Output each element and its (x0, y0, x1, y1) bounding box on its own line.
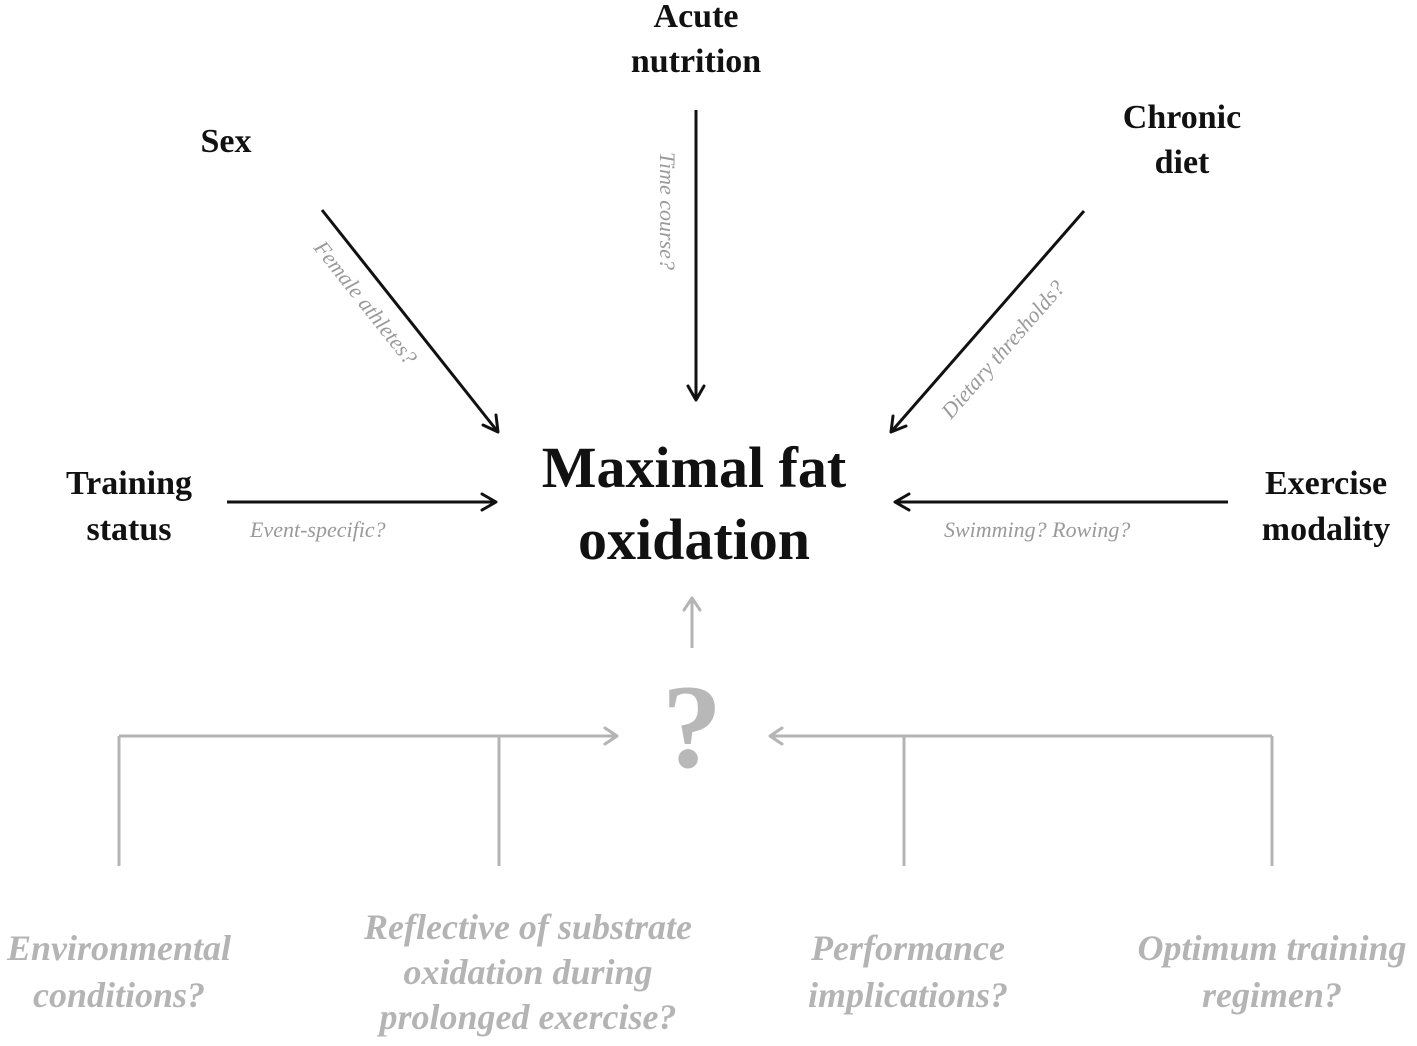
open-question-training-regimen: Optimum training regimen? (1137, 928, 1406, 1015)
arrowhead-exercise-modality (893, 492, 911, 512)
arrow-sex (320, 209, 500, 433)
left-bracket-connector (117, 726, 619, 866)
factor-exercise-modality: Exercise modality Swimming? Rowing? (893, 465, 1390, 548)
factor-chronic-diet-line1: Chronic (1123, 99, 1241, 136)
arrowhead-acute-nutrition (686, 384, 706, 402)
unknown-node: ? (662, 596, 722, 793)
factor-sex-label: Sex (201, 123, 252, 160)
factor-sex: Sex Female athletes? (201, 123, 500, 434)
open-training-regimen-line2: regimen? (1202, 975, 1342, 1015)
factor-chronic-diet: Chronic diet Dietary thresholds? (889, 99, 1241, 434)
factor-acute-nutrition-line2: nutrition (631, 43, 761, 80)
center-label-line1: Maximal fat (542, 435, 847, 500)
arrow-chronic-diet (889, 210, 1086, 433)
open-reflective-line2: oxidation during (403, 952, 652, 992)
open-performance-line1: Performance (810, 928, 1005, 968)
open-question-reflective: Reflective of substrate oxidation during… (363, 907, 692, 1037)
center-node: Maximal fat oxidation (542, 435, 847, 572)
factor-acute-nutrition-line1: Acute (654, 0, 739, 35)
arrowhead-training-status (480, 492, 498, 512)
note-event-specific: Event-specific? (249, 517, 386, 542)
open-environmental-line1: Environmental (6, 928, 231, 968)
factor-training-status-line1: Training (66, 465, 192, 502)
open-performance-line2: implications? (808, 975, 1008, 1015)
question-mark-symbol: ? (662, 660, 722, 793)
open-question-environmental: Environmental conditions? (6, 928, 231, 1015)
center-label-line2: oxidation (578, 507, 810, 572)
arrowhead-chronic-diet (889, 414, 908, 434)
factor-training-status-line2: status (86, 511, 171, 548)
arrowhead-unknown-to-center (682, 596, 702, 612)
right-bracket-connector (768, 726, 1274, 866)
arrowhead-right-bracket (768, 726, 784, 746)
open-environmental-line2: conditions? (33, 975, 205, 1015)
factor-chronic-diet-line2: diet (1155, 144, 1210, 181)
factor-acute-nutrition: Acute nutrition Time course? (631, 0, 761, 402)
note-dietary-thresholds: Dietary thresholds? (935, 275, 1069, 424)
factor-training-status: Training status Event-specific? (66, 465, 498, 548)
note-female-athletes: Female athletes? (308, 235, 422, 370)
open-reflective-line1: Reflective of substrate (363, 907, 692, 947)
open-training-regimen-line1: Optimum training (1137, 928, 1406, 968)
note-time-course: Time course? (655, 152, 680, 270)
factor-exercise-modality-line1: Exercise (1265, 465, 1387, 502)
factor-exercise-modality-line2: modality (1262, 511, 1390, 548)
arrowhead-sex (481, 413, 500, 434)
arrowhead-left-bracket (603, 726, 619, 746)
note-swimming-rowing: Swimming? Rowing? (944, 517, 1130, 542)
open-reflective-line3: prolonged exercise? (377, 997, 677, 1037)
open-question-performance: Performance implications? (808, 928, 1008, 1015)
